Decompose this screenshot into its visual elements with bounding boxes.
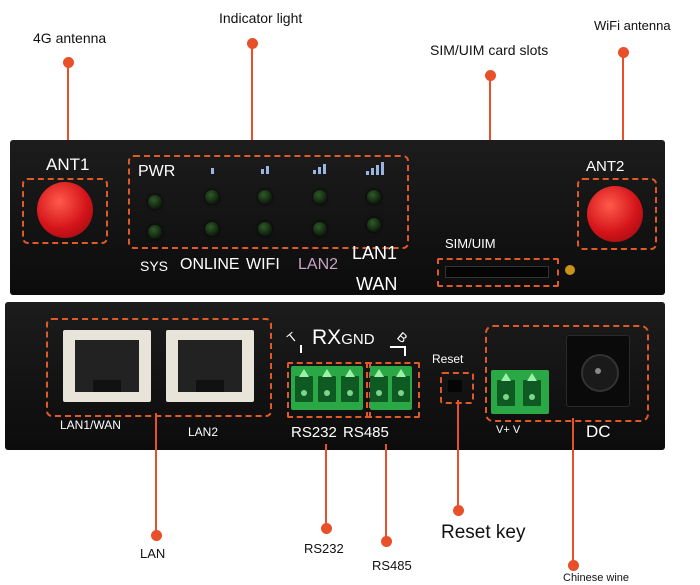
b-mark-bracket xyxy=(390,346,406,356)
status-led-amber xyxy=(565,265,575,275)
dc-jack[interactable] xyxy=(566,335,630,407)
ant2-highlight xyxy=(577,178,657,250)
lan-ports-highlight xyxy=(46,318,272,417)
callout-dot-sim-slots xyxy=(485,70,496,81)
led-lan2-top xyxy=(313,190,327,204)
led-pwr xyxy=(148,195,162,209)
callout-dot-rs485 xyxy=(381,536,392,547)
gnd-text: GND xyxy=(341,331,375,348)
callout-line-rs232 xyxy=(325,444,327,526)
lan1-wan-port-label: LAN1/WAN xyxy=(60,418,121,432)
rs232-port-label: RS232 xyxy=(291,424,337,441)
power-terminal-block[interactable] xyxy=(491,370,549,414)
front-panel xyxy=(10,140,665,295)
rs485-port-label: RS485 xyxy=(343,424,389,441)
ant2-label: ANT2 xyxy=(586,158,625,175)
callout-line-dc-supply xyxy=(572,418,574,564)
led-lan2 xyxy=(313,222,327,236)
lan2-label: LAN2 xyxy=(298,256,339,273)
lan1-label: LAN1 xyxy=(352,243,398,263)
ant1-highlight xyxy=(22,178,108,244)
callout-line-wifi-antenna xyxy=(622,57,624,175)
callout-dot-rs232 xyxy=(321,523,332,534)
reset-label: Reset xyxy=(432,352,464,366)
sys-label: SYS xyxy=(140,258,169,274)
callout-dc-supply: Chinese wine xyxy=(563,572,630,584)
sim-uim-label: SIM/UIM xyxy=(445,236,496,251)
led-lan1-wan xyxy=(367,218,381,232)
v-plus-v-label: V+ V xyxy=(496,424,521,436)
callout-dot-lan xyxy=(151,530,162,541)
rx-label: RXGND xyxy=(312,326,375,350)
callout-rs485: RS485 xyxy=(372,558,412,573)
callout-reset-key: Reset key xyxy=(441,522,526,543)
pwr-label: PWR xyxy=(138,163,176,180)
callout-dot-reset-key xyxy=(453,505,464,516)
ant1-connector xyxy=(37,182,93,238)
online-label: ONLINE xyxy=(180,256,240,273)
wan-label: WAN xyxy=(356,274,398,294)
wifi-label: WIFI xyxy=(246,256,280,273)
callout-dot-dc-supply xyxy=(568,560,579,571)
lan1-wan-port[interactable] xyxy=(63,330,151,402)
ant1-label: ANT1 xyxy=(46,155,90,174)
led-online-top xyxy=(205,190,219,204)
rs232-terminal-block[interactable] xyxy=(291,366,363,410)
callout-indicator-light: Indicator light xyxy=(219,10,303,26)
lan2-port[interactable] xyxy=(166,330,254,402)
sim-slot[interactable] xyxy=(445,266,549,278)
dc-jack-socket xyxy=(581,354,619,392)
callout-rs232: RS232 xyxy=(304,541,344,556)
callout-4g-antenna: 4G antenna xyxy=(33,30,107,46)
indicator-highlight xyxy=(128,155,409,249)
power-highlight xyxy=(485,325,649,422)
signal-bars-1-icon xyxy=(211,168,214,174)
led-sys xyxy=(148,225,162,239)
ant2-connector xyxy=(587,186,643,242)
sim-slot-highlight xyxy=(437,258,559,287)
rx-text: RX xyxy=(312,326,342,349)
led-wifi xyxy=(258,222,272,236)
callout-line-indicator-light xyxy=(251,48,253,156)
callout-lan: LAN xyxy=(140,546,166,561)
callout-dot-wifi-antenna xyxy=(618,47,629,58)
callout-line-rs485 xyxy=(385,444,387,539)
signal-bars-3-icon xyxy=(313,164,326,174)
dc-label: DC xyxy=(586,422,611,441)
rs485-terminal-block[interactable] xyxy=(370,366,412,410)
callout-line-4g-antenna xyxy=(67,67,69,165)
callout-line-lan xyxy=(155,413,157,533)
callout-sim-slots: SIM/UIM card slots xyxy=(430,42,549,58)
dc-jack-pin xyxy=(595,368,601,374)
callout-line-reset-key xyxy=(457,400,459,508)
signal-bars-4-icon xyxy=(366,162,384,175)
callout-dot-4g-antenna xyxy=(63,57,74,68)
callout-dot-indicator-light xyxy=(247,38,258,49)
led-wifi-top xyxy=(258,190,272,204)
led-online xyxy=(205,222,219,236)
reset-button[interactable] xyxy=(448,380,462,392)
t-mark-tick xyxy=(300,345,302,353)
signal-bars-2-icon xyxy=(261,166,269,174)
lan2-port-label: LAN2 xyxy=(188,425,219,439)
rs485-highlight xyxy=(366,362,420,418)
callout-wifi-antenna: WiFi antenna xyxy=(594,18,671,33)
led-lan1-wan-top xyxy=(367,190,381,204)
